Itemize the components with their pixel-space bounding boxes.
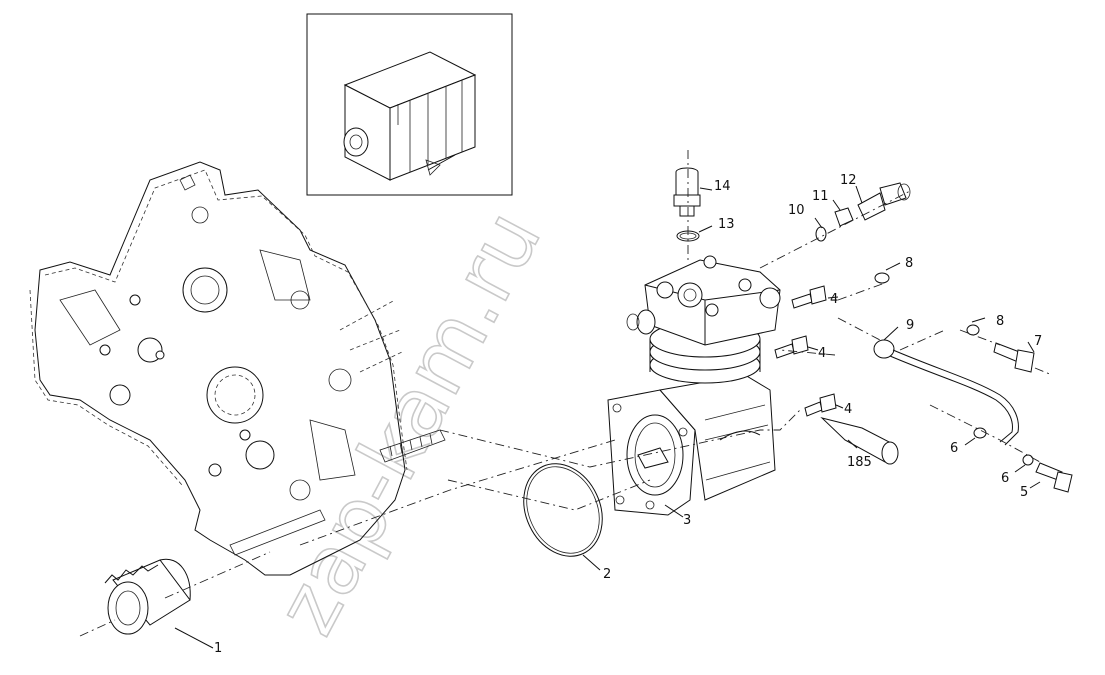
callout-11: 11: [812, 189, 829, 204]
callout-4-a: 4: [830, 292, 838, 307]
part-6-washer-b: [1022, 454, 1034, 466]
callout-10: 10: [788, 203, 805, 218]
part-8-washer-top: [874, 272, 890, 284]
callout-4-c: 4: [844, 402, 852, 417]
part-8-washer-right: [966, 324, 980, 336]
callout-9: 9: [906, 318, 914, 333]
callout-2: 2: [603, 567, 611, 582]
callout-3: 3: [683, 513, 691, 528]
engine-housing: [29, 161, 446, 576]
callout-8-a: 8: [905, 256, 913, 271]
callout-1: 1: [214, 641, 222, 656]
part-9-pipe: [873, 339, 1019, 446]
callout-6-a: 6: [950, 441, 958, 456]
part-2-o-ring: [523, 463, 603, 571]
callout-13: 13: [718, 217, 735, 232]
watermark: zap-kam.ru: [258, 195, 561, 650]
part-3-compressor: [607, 255, 781, 518]
part-14-fitting: [673, 167, 713, 217]
center-lines: [299, 282, 1053, 546]
part-13-seal-ring: [676, 225, 713, 242]
inset-arrow: [427, 154, 456, 171]
callout-4-b: 4: [818, 346, 826, 361]
part-4-bolt-c: [804, 393, 837, 417]
callout-14: 14: [714, 179, 731, 194]
callout-5: 5: [1020, 485, 1028, 500]
part-185-sealant: [820, 417, 899, 465]
part-4-bolt-a: [791, 285, 827, 309]
callout-185: 185: [847, 455, 872, 470]
part-1-gear: [79, 551, 271, 649]
callout-8-b: 8: [996, 314, 1004, 329]
part-6-washer-a: [973, 427, 987, 439]
callout-labels: 1 2 3 4 4 4 5 6 6 7 8 8 9 10 11 12 13 14…: [214, 173, 1042, 656]
callout-6-b: 6: [1001, 471, 1009, 486]
part-12-elbow: [857, 182, 911, 221]
part-11-nut: [834, 207, 854, 227]
leaders: [807, 185, 1041, 489]
part-5-banjo-bolt: [1035, 462, 1073, 493]
part-7-banjo-bolt: [993, 342, 1035, 373]
watermark-text: zap-kam.ru: [259, 196, 560, 649]
part-4-bolt-b: [774, 335, 809, 359]
callout-12: 12: [840, 173, 857, 188]
callout-7: 7: [1034, 334, 1042, 349]
inset-detail: [306, 13, 513, 196]
